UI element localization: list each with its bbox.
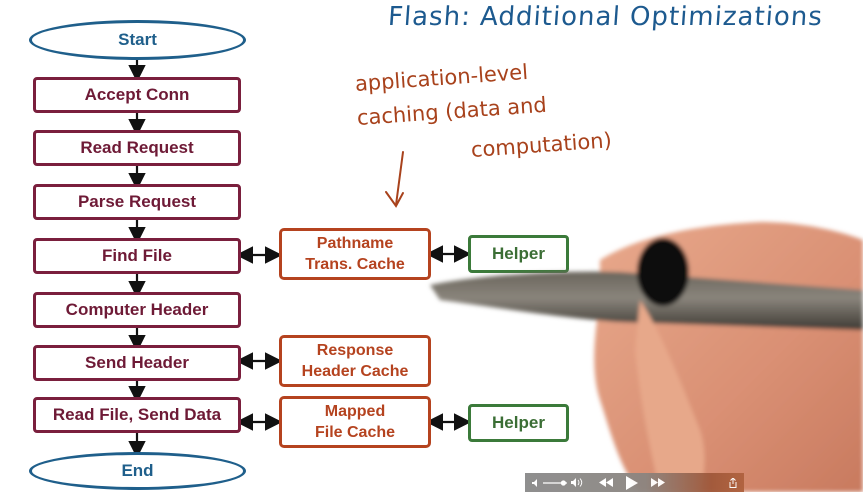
start-oval: Start [29,20,246,60]
cache-label-line1: Mapped [324,403,386,420]
pathname-trans-cache: Pathname Trans. Cache [279,228,431,280]
play-icon[interactable] [625,475,639,490]
mapped-file-cache: Mapped File Cache [279,396,431,448]
speaker-high-icon[interactable] [571,478,583,487]
helper-box-mapped-file: Helper [468,404,569,442]
step-parse-request: Parse Request [33,184,241,220]
annotation-down-arrow [385,151,404,208]
step-send-header: Send Header [33,345,241,381]
step-find-file: Find File [33,238,241,274]
volume-slider[interactable] [541,478,571,488]
cache-label-line2: Trans. Cache [305,256,405,273]
step-accept-conn: Accept Conn [33,77,241,113]
share-icon[interactable] [728,477,738,488]
fast-forward-icon[interactable] [651,478,665,487]
response-header-cache: Response Header Cache [279,335,431,387]
step-computer-header: Computer Header [33,292,241,328]
end-oval: End [29,452,246,490]
speaker-low-icon[interactable] [531,478,541,487]
cache-label-line2: Header Cache [301,363,409,380]
cache-label-line1: Response [316,342,394,359]
step-read-request: Read Request [33,130,241,166]
rewind-icon[interactable] [599,478,613,487]
step-read-file-send-data: Read File, Send Data [33,397,241,433]
cache-label-line1: Pathname [316,235,394,252]
video-controls-bar [525,473,744,492]
helper-box-pathname: Helper [468,235,569,273]
cache-label-line2: File Cache [314,424,396,441]
